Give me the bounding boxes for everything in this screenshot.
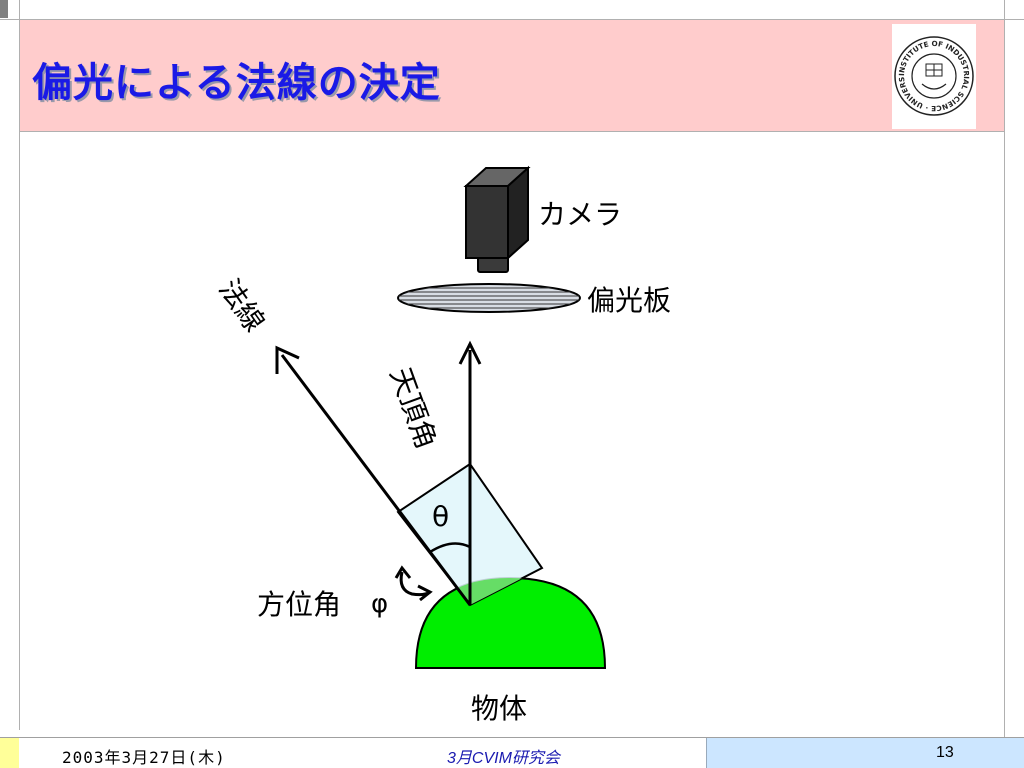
theta-symbol: θ	[432, 500, 449, 533]
camera-label: カメラ	[538, 198, 622, 231]
polarization-diagram: カメラ 偏光板 法線 天頂角 θ 方位角 φ 物体	[212, 165, 671, 725]
page-number: 13	[936, 744, 954, 761]
azimuth-rotation-icon	[394, 565, 433, 602]
object-label: 物体	[471, 692, 527, 725]
footer-divider	[0, 737, 1024, 738]
slide-title: 偏光による法線の決定	[32, 60, 441, 106]
footer-left-accent	[0, 738, 19, 768]
azimuth-label: 方位角	[257, 588, 341, 621]
polarizer-plate	[397, 283, 581, 313]
top-divider	[0, 19, 1024, 20]
zenith-angle-label: 天頂角	[383, 363, 443, 453]
slide-corner-mark	[0, 0, 8, 18]
camera-icon	[463, 165, 531, 273]
footer-date: 2003年3月27日(木)	[62, 748, 226, 767]
slide-header: 偏光による法線の決定 INSTITUTE OF INDUSTRIAL SCIEN…	[20, 17, 1004, 132]
polarizer-label: 偏光板	[587, 284, 671, 317]
footer-event: 3月CVIM研究会	[447, 750, 560, 767]
university-logo: INSTITUTE OF INDUSTRIAL SCIENCE · UNIVER…	[888, 17, 976, 129]
right-rule	[1004, 0, 1005, 768]
left-rule	[19, 0, 20, 730]
phi-symbol: φ	[371, 589, 388, 619]
object-dome	[414, 576, 607, 669]
zenith-angle-arc	[429, 542, 471, 554]
footer-left-panel	[20, 738, 706, 768]
normal-label: 法線	[212, 273, 271, 338]
viewing-axis-arrow	[458, 340, 482, 605]
footer-right-panel	[706, 738, 1024, 768]
normal-arrow	[275, 345, 472, 606]
